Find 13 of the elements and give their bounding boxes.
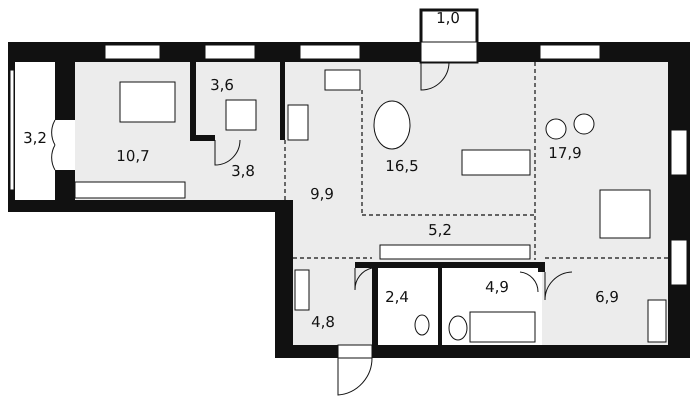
area-label: 3,6 [210, 76, 234, 94]
area-label: 1,0 [436, 9, 460, 27]
area-label: 4,8 [311, 313, 335, 331]
area-label: 3,2 [23, 129, 47, 147]
area-label: 2,4 [385, 288, 409, 306]
area-label: 4,9 [485, 278, 509, 296]
area-label: 5,2 [428, 221, 452, 239]
area-label: 6,9 [595, 288, 619, 306]
area-label: 10,7 [116, 147, 150, 165]
area-label: 3,8 [231, 162, 255, 180]
area-label: 9,9 [310, 185, 334, 203]
area-label: 17,9 [548, 144, 582, 162]
area-label: 16,5 [385, 157, 419, 175]
